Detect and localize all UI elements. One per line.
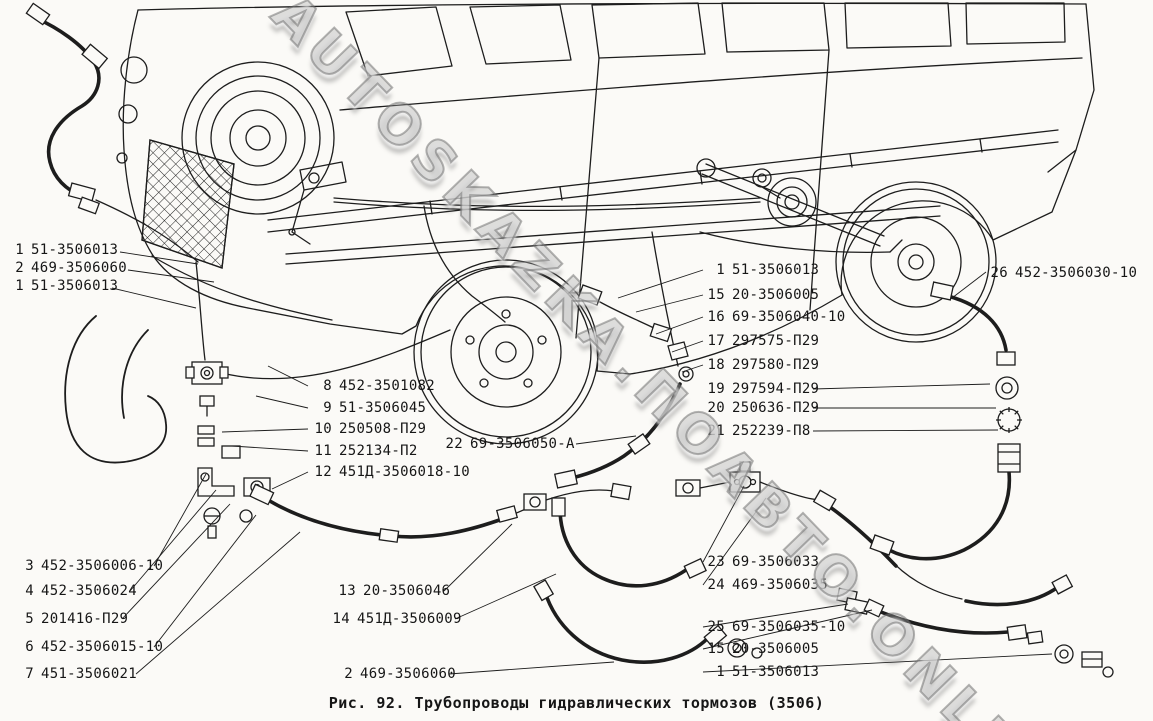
vehicle-outline — [116, 2, 1095, 375]
figure-caption: Рис. 92. Трубопроводы гидравлических тор… — [328, 694, 825, 712]
chassis-frame — [267, 129, 1059, 265]
wheels — [413, 181, 997, 445]
grille-hatch — [141, 139, 235, 269]
fittings — [25, 2, 1114, 678]
flexible-hoses — [34, 16, 1060, 664]
leader-lines — [111, 251, 1053, 675]
